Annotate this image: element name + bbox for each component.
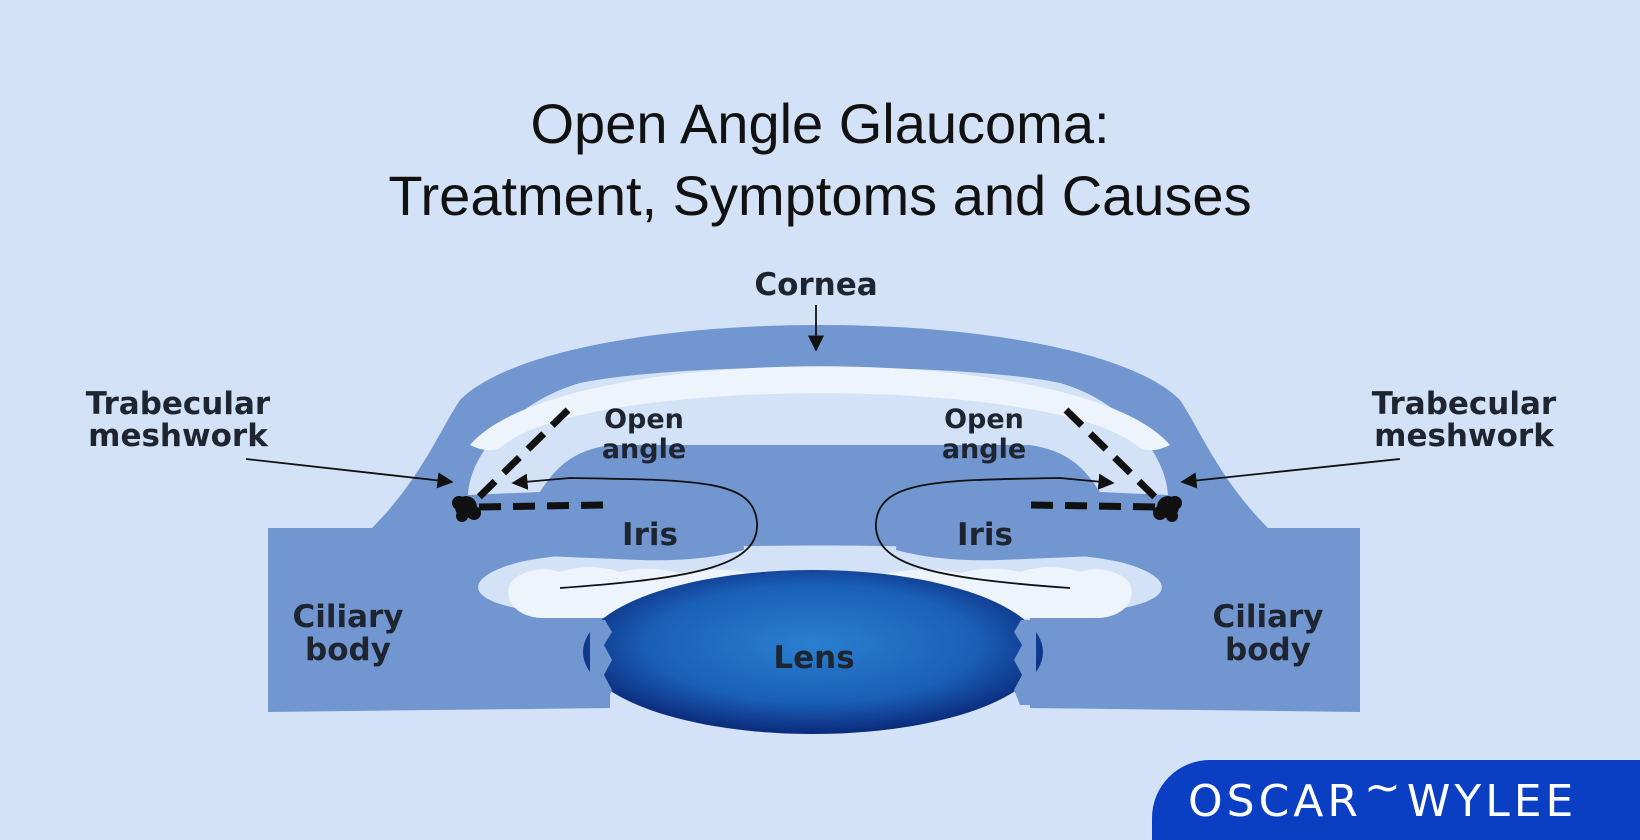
- lens-label: Lens: [773, 640, 854, 676]
- title-line-1: Open Angle Glaucoma:: [530, 92, 1110, 155]
- iris-right-shape: [896, 494, 1170, 561]
- ciliary-right-label-line1: Ciliary: [1212, 599, 1323, 635]
- brand-banner: [1152, 760, 1640, 840]
- trabecular-meshwork-left-dot: [452, 496, 481, 522]
- iris-left-shape: [470, 494, 744, 561]
- open-angle-dash-left: [475, 407, 604, 511]
- brand-tilde-icon: ~: [1363, 762, 1405, 813]
- ciliary-left-label-line2: body: [305, 632, 391, 668]
- tm-left-label-line2: meshwork: [88, 418, 269, 454]
- brand-name-part2: WYLEE: [1406, 776, 1578, 827]
- tm-left-pointer: [245, 458, 454, 489]
- open-angle-left-line1: Open: [604, 404, 684, 435]
- zonule-left: [590, 620, 612, 705]
- tm-right-label-line2: meshwork: [1374, 418, 1555, 454]
- tm-left-label-line1: Trabecular: [86, 386, 271, 422]
- page-title: Open Angle Glaucoma: Treatment, Symptoms…: [0, 88, 1640, 232]
- title-line-2: Treatment, Symptoms and Causes: [388, 164, 1252, 227]
- trabecular-meshwork-right-dot: [1153, 496, 1182, 522]
- cornea-band: [470, 366, 1170, 451]
- iris-left-label: Iris: [622, 517, 678, 553]
- brand-logo[interactable]: OSCAR~WYLEE: [1188, 762, 1578, 830]
- zonule-right: [1014, 620, 1036, 705]
- tm-right-pointer: [1180, 458, 1401, 489]
- open-angle-left-line2: angle: [602, 434, 686, 465]
- ciliary-right-label-line2: body: [1225, 632, 1311, 668]
- flow-path-left: [511, 473, 758, 589]
- iris-right-label: Iris: [957, 517, 1013, 553]
- lens-shape: [583, 570, 1043, 734]
- flow-path-right: [875, 473, 1115, 589]
- open-angle-dash-right: [1030, 407, 1159, 511]
- ciliary-left-label-line1: Ciliary: [292, 599, 403, 635]
- open-angle-right-line2: angle: [942, 434, 1026, 465]
- cornea-label: Cornea: [754, 267, 877, 303]
- brand-name-part1: OSCAR: [1188, 776, 1362, 827]
- tm-right-label-line1: Trabecular: [1372, 386, 1557, 422]
- open-angle-right-line1: Open: [944, 404, 1024, 435]
